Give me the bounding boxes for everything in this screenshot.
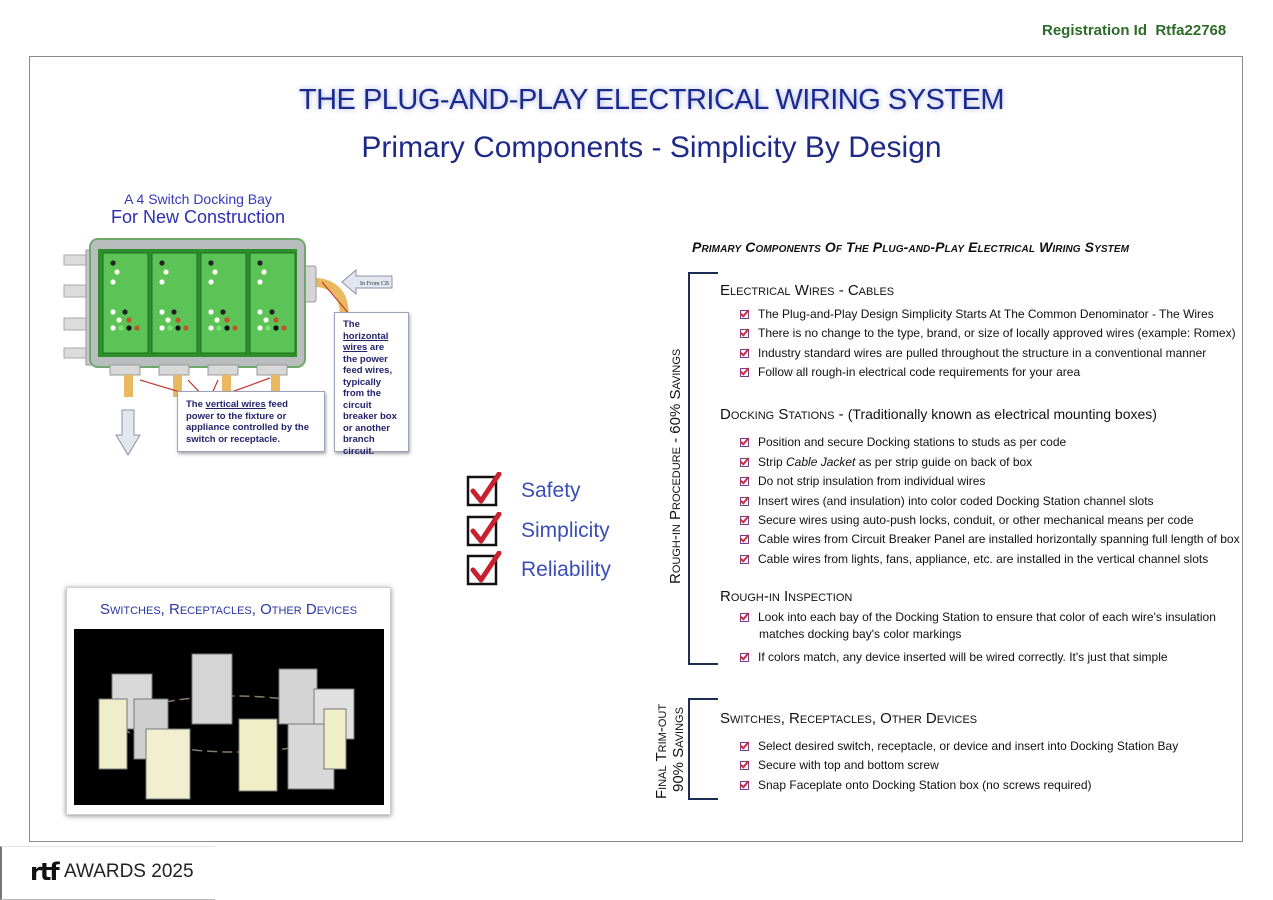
wire-clamp — [158, 364, 190, 376]
list-item: Cable wires from lights, fans, appliance… — [740, 551, 1208, 567]
docking-bay-slot — [249, 252, 296, 354]
list-item: Strip Cable Jacket as per strip guide on… — [740, 454, 1032, 470]
registration-id: Registration Id Rtfa22768 — [1042, 22, 1227, 39]
section-heading: Switches, Receptacles, Other Devices — [720, 710, 978, 727]
components-heading: Primary Components Of The Plug-and-Play … — [692, 239, 1130, 255]
device-shape — [191, 653, 233, 725]
checkbox-icon — [740, 349, 749, 358]
vertical-wire — [271, 375, 280, 397]
checkbox-icon — [740, 761, 749, 770]
out-to-light-arrow — [115, 409, 141, 456]
checkbox-icon — [740, 516, 749, 525]
vertical-wire — [124, 375, 133, 397]
checkbox-icon — [740, 329, 749, 338]
benefit-safety: Safety — [521, 479, 581, 502]
page-title: THE PLUG-AND-PLAY ELECTRICAL WIRING SYST… — [298, 84, 1005, 116]
list-item-continuation: matches docking bay's color markings — [759, 627, 962, 641]
wire-clamp — [256, 364, 288, 376]
wire-clamp — [207, 364, 239, 376]
checkbox-icon — [740, 368, 749, 377]
list-item: Look into each bay of the Docking Statio… — [740, 609, 1216, 625]
checkbox-icon — [740, 742, 749, 751]
wire-clamp — [109, 364, 141, 376]
list-item: Snap Faceplate onto Docking Station box … — [740, 777, 1092, 793]
checkbox-icon — [740, 535, 749, 544]
list-item: Secure wires using auto-push locks, cond… — [740, 512, 1194, 528]
list-item: The Plug-and-Play Design Simplicity Star… — [740, 306, 1214, 322]
page-subtitle: Primary Components - Simplicity By Desig… — [361, 131, 942, 164]
docking-bay-diagram: In From CB — [63, 238, 393, 456]
checkbox-checked-icon — [466, 551, 502, 586]
checkbox-icon — [740, 477, 749, 486]
device-shape — [98, 698, 128, 770]
checkbox-icon — [740, 613, 749, 622]
list-item: Industry standard wires are pulled throu… — [740, 345, 1206, 361]
list-item: Insert wires (and insulation) into color… — [740, 493, 1154, 509]
docking-bay-slot — [102, 252, 149, 354]
callout-horizontal-wires: The horizontal wires are the power feed … — [334, 312, 409, 457]
list-item: Do not strip insulation from individual … — [740, 473, 985, 489]
rough-in-bracket — [688, 272, 718, 665]
final-trim-bracket — [688, 698, 718, 800]
device-shape — [323, 708, 347, 770]
checkbox-icon — [740, 438, 749, 447]
checkbox-icon — [740, 555, 749, 564]
in-from-cb-arrow: In From CB — [341, 268, 393, 296]
content-frame — [29, 56, 1243, 842]
vertical-wire — [173, 375, 182, 397]
vertical-wire — [222, 375, 231, 397]
bay-title-line2: For New Construction — [110, 207, 286, 227]
devices-card-title: Switches, Receptacles, Other Devices — [99, 601, 358, 618]
checkbox-checked-icon — [466, 472, 502, 507]
list-item: Follow all rough-in electrical code requ… — [740, 364, 1080, 380]
benefit-simplicity: Simplicity — [521, 519, 610, 542]
docking-bay-slot — [151, 252, 198, 354]
list-item: There is no change to the type, brand, o… — [740, 325, 1236, 341]
device-shape — [278, 668, 318, 725]
rough-in-label: Rough-in Procedure - 60% Savings — [667, 348, 684, 584]
device-shape — [238, 718, 278, 792]
devices-illustration — [74, 629, 384, 805]
section-heading: Rough-in Inspection — [720, 588, 853, 605]
list-item: If colors match, any device inserted wil… — [740, 649, 1168, 665]
list-item: Secure with top and bottom screw — [740, 757, 939, 773]
list-item: Cable wires from Circuit Breaker Panel a… — [740, 531, 1240, 547]
final-trim-label: Final Trim-out — [653, 703, 670, 799]
callout-vertical-wires: The vertical wires feed power to the fix… — [177, 391, 325, 452]
checkbox-icon — [740, 781, 749, 790]
section-heading: Electrical Wires - Cables — [720, 282, 895, 299]
checkbox-icon — [740, 653, 749, 662]
list-item: Position and secure Docking stations to … — [740, 434, 1066, 450]
awards-label: AWARDS 2025 — [64, 861, 194, 882]
checkbox-checked-icon — [466, 512, 502, 547]
final-savings-label: 90% Savings — [670, 707, 687, 792]
docking-bay-slot — [200, 252, 247, 354]
section-heading: Docking Stations - (Traditionally known … — [720, 406, 1157, 423]
checkbox-icon — [740, 458, 749, 467]
checkbox-icon — [740, 310, 749, 319]
checkbox-icon — [740, 497, 749, 506]
bay-title-line1: A 4 Switch Docking Bay — [124, 191, 272, 207]
benefit-reliability: Reliability — [521, 558, 611, 581]
svg-text:In From CB: In From CB — [360, 281, 389, 287]
device-shape — [145, 728, 191, 800]
rtf-logo: rtf — [30, 858, 60, 886]
list-item: Select desired switch, receptacle, or de… — [740, 738, 1178, 754]
